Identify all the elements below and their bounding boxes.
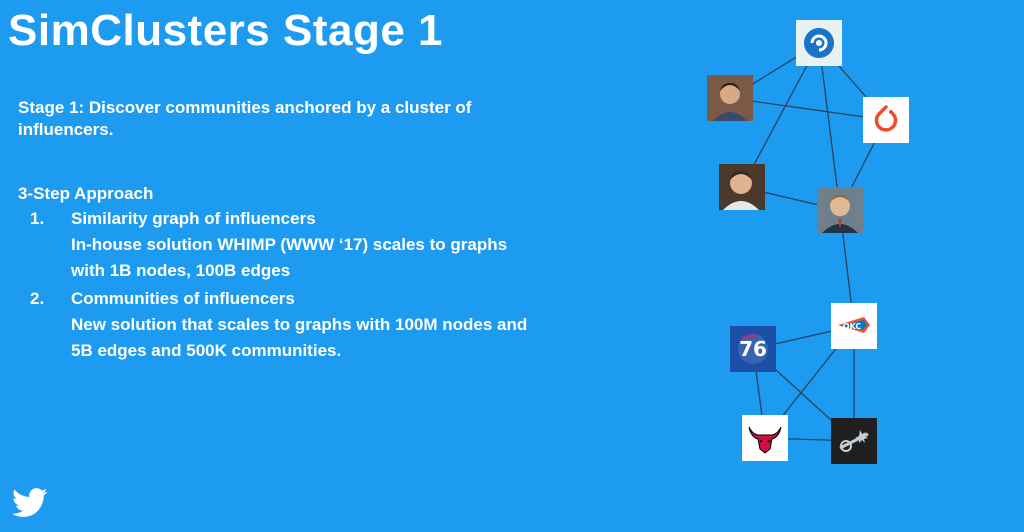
spurs-logo-icon (839, 430, 869, 452)
influencer-graph: OKC 76 (690, 10, 930, 480)
step-item-1: 1. Similarity graph of influencers In-ho… (18, 206, 638, 284)
svg-text:OKC: OKC (843, 322, 862, 331)
step-number: 2. (30, 289, 45, 308)
person-photo-node-1 (707, 75, 753, 121)
pytorch-logo-node (863, 97, 909, 143)
sixers-logo-node: 76 (730, 326, 776, 372)
step-detail: In-house solution WHIMP (WWW ‘17) scales… (71, 235, 508, 254)
step-heading: Similarity graph of influencers (71, 209, 316, 228)
twitter-bird-icon (12, 488, 48, 518)
step-item-2: 2. Communities of influencers New soluti… (18, 286, 638, 364)
person-photo-icon (719, 164, 765, 210)
slide-title: SimClusters Stage 1 (8, 6, 443, 55)
person-photo-node-2 (719, 164, 765, 210)
76ers-logo-icon: 76 (738, 334, 768, 364)
okc-thunder-logo-node: OKC (831, 303, 877, 349)
person-photo-icon (707, 75, 753, 121)
approach-heading: 3-Step Approach (18, 184, 154, 203)
graph-edge (818, 42, 841, 211)
person-photo-node-3 (817, 187, 863, 233)
step-number: 1. (30, 209, 45, 228)
graph-edge (741, 42, 820, 188)
intro-line-2: influencers. (18, 120, 114, 139)
spurs-logo-node (831, 418, 877, 464)
deepmind-logo-node (796, 20, 842, 66)
bulls-logo-icon (748, 426, 782, 454)
deepmind-logo-icon (804, 28, 834, 58)
svg-text:76: 76 (739, 337, 767, 361)
step-detail: with 1B nodes, 100B edges (71, 261, 291, 280)
person-photo-icon (817, 187, 863, 233)
intro-line-1: Stage 1: Discover communities anchored b… (18, 98, 472, 117)
pytorch-logo-icon (874, 105, 898, 132)
step-detail: 5B edges and 500K communities. (71, 341, 342, 360)
intro-text: Stage 1: Discover communities anchored b… (18, 97, 578, 141)
step-heading: Communities of influencers (71, 289, 295, 308)
graph-edge (729, 97, 887, 121)
bulls-logo-node (742, 415, 788, 461)
step-detail: New solution that scales to graphs with … (71, 315, 528, 334)
okc-logo-icon: OKC (838, 317, 870, 333)
